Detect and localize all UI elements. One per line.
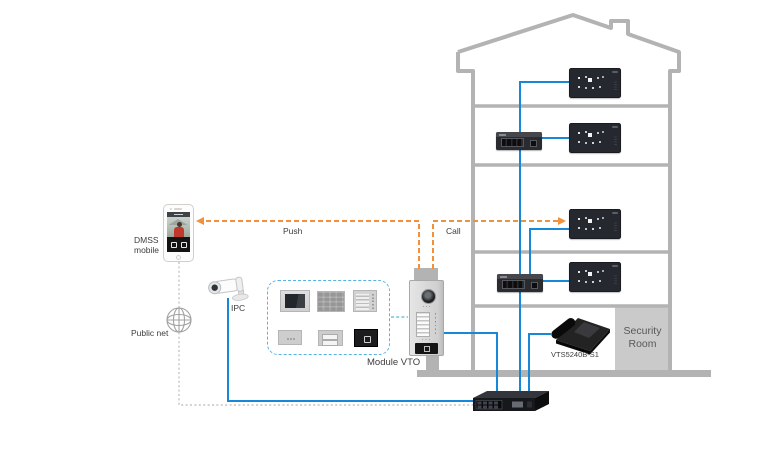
call-arrowhead <box>558 217 566 225</box>
ipc-label: IPC <box>231 303 246 313</box>
call-label: Call <box>446 226 461 236</box>
public-net-globe <box>165 306 193 334</box>
switch-top-face <box>473 391 549 398</box>
push-arrowhead <box>196 217 204 225</box>
vts-handset <box>551 318 576 339</box>
vto-card-reader <box>415 343 438 354</box>
call-control-icon <box>170 242 177 248</box>
wire-monitor3-switch2 <box>529 228 569 274</box>
call-control-icon <box>180 242 187 248</box>
phone-speaker <box>174 208 182 210</box>
phone-screen <box>166 212 190 252</box>
indoor-monitor-1 <box>569 68 621 98</box>
switch-module-slot <box>512 401 523 408</box>
wire-monitor1-trunk <box>519 81 569 132</box>
security-room-label: Security Room <box>623 324 662 350</box>
vto-call-buttons <box>416 312 430 337</box>
vts-model-label: VTS5240B-S1 <box>551 350 599 359</box>
phone-call-controls <box>166 237 190 252</box>
two-button-module <box>318 330 343 346</box>
indoor-monitor-2 <box>569 123 621 153</box>
camera-lens <box>211 284 218 291</box>
core-switch <box>465 384 557 416</box>
blank-module <box>278 330 302 345</box>
vto-post-cap <box>414 268 438 280</box>
wire-vts-coreswitch <box>528 333 551 395</box>
ground-bar <box>417 370 711 377</box>
network-wires <box>227 81 569 402</box>
vto-post-base <box>426 353 439 372</box>
push-label: Push <box>283 226 303 236</box>
phone-home-button <box>175 254 181 260</box>
phone-front-camera <box>170 207 172 210</box>
keypad-module <box>317 291 345 312</box>
doorbell-video-preview <box>166 217 190 238</box>
push-route <box>204 220 420 269</box>
phone-call-titlebar <box>166 212 190 217</box>
public-net-label: Public net <box>131 328 169 338</box>
ipc-camera <box>205 274 251 306</box>
module-vto-label: Module VTO <box>367 357 421 368</box>
module-vto-door-station <box>409 280 444 356</box>
floor-switch-1 <box>496 132 542 150</box>
button-panel-module <box>353 290 377 312</box>
vts-master-station <box>548 308 616 356</box>
switch-ports <box>477 401 498 409</box>
camera-module <box>280 290 310 312</box>
floor-switch-2 <box>497 274 543 292</box>
indoor-monitor-3 <box>569 209 621 239</box>
smartphone-dmss <box>163 204 194 262</box>
security-room-box <box>615 306 670 371</box>
dmss-mobile-label: DMSS mobile <box>134 235 160 256</box>
indoor-monitor-4 <box>569 262 621 292</box>
wire-vto-coreswitch <box>444 332 498 396</box>
vto-module-kit-box <box>267 280 390 355</box>
vts-screen <box>574 322 600 338</box>
card-reader-module <box>354 329 378 347</box>
vto-camera-icon <box>420 289 436 304</box>
signal-routes <box>204 220 558 269</box>
wire-ipc-coreswitch <box>227 298 474 402</box>
public-net-dotted-line <box>178 262 480 406</box>
call-route <box>432 220 558 269</box>
